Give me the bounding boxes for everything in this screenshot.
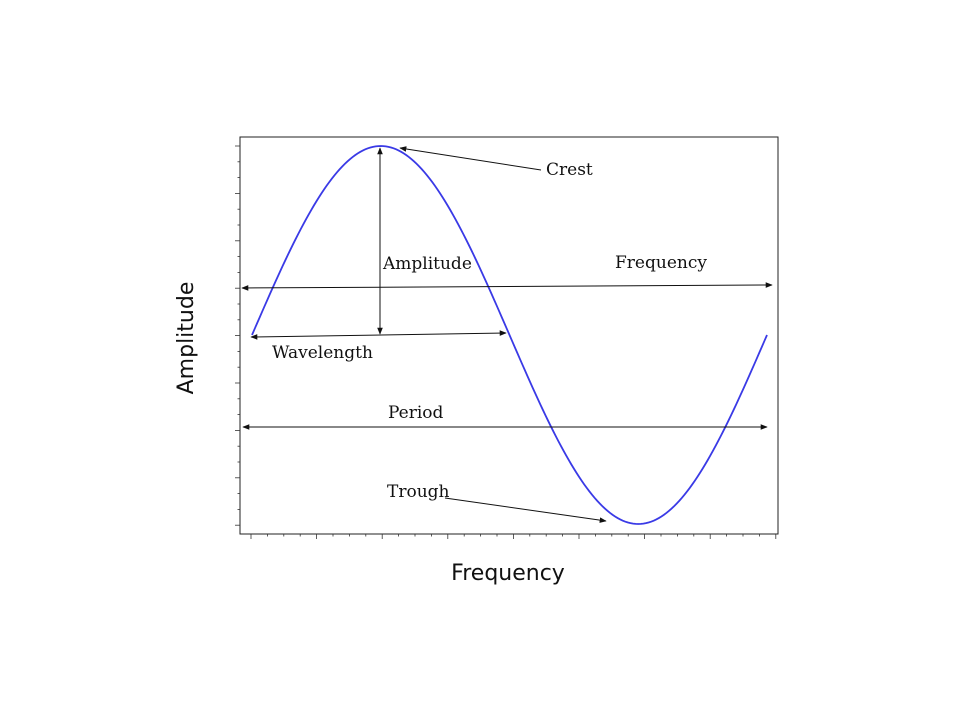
x-axis-title: Frequency	[451, 561, 565, 586]
frequency-arrow	[241, 282, 773, 291]
frequency-annotation-label: Frequency	[615, 253, 707, 273]
trough-label: Trough	[387, 482, 450, 502]
amplitude-label: Amplitude	[382, 254, 472, 274]
trough-pointer-arrow	[444, 497, 607, 523]
wavelength-label: Wavelength	[272, 343, 373, 363]
y-axis-ticks	[235, 145, 240, 526]
crest-pointer-arrow	[399, 146, 542, 171]
wavelength-arrow	[250, 330, 507, 340]
x-axis-ticks	[250, 534, 777, 539]
sine-wave	[251, 145, 768, 525]
y-axis-title: Amplitude	[174, 282, 199, 395]
period-label: Period	[388, 403, 444, 423]
crest-label: Crest	[546, 160, 593, 180]
